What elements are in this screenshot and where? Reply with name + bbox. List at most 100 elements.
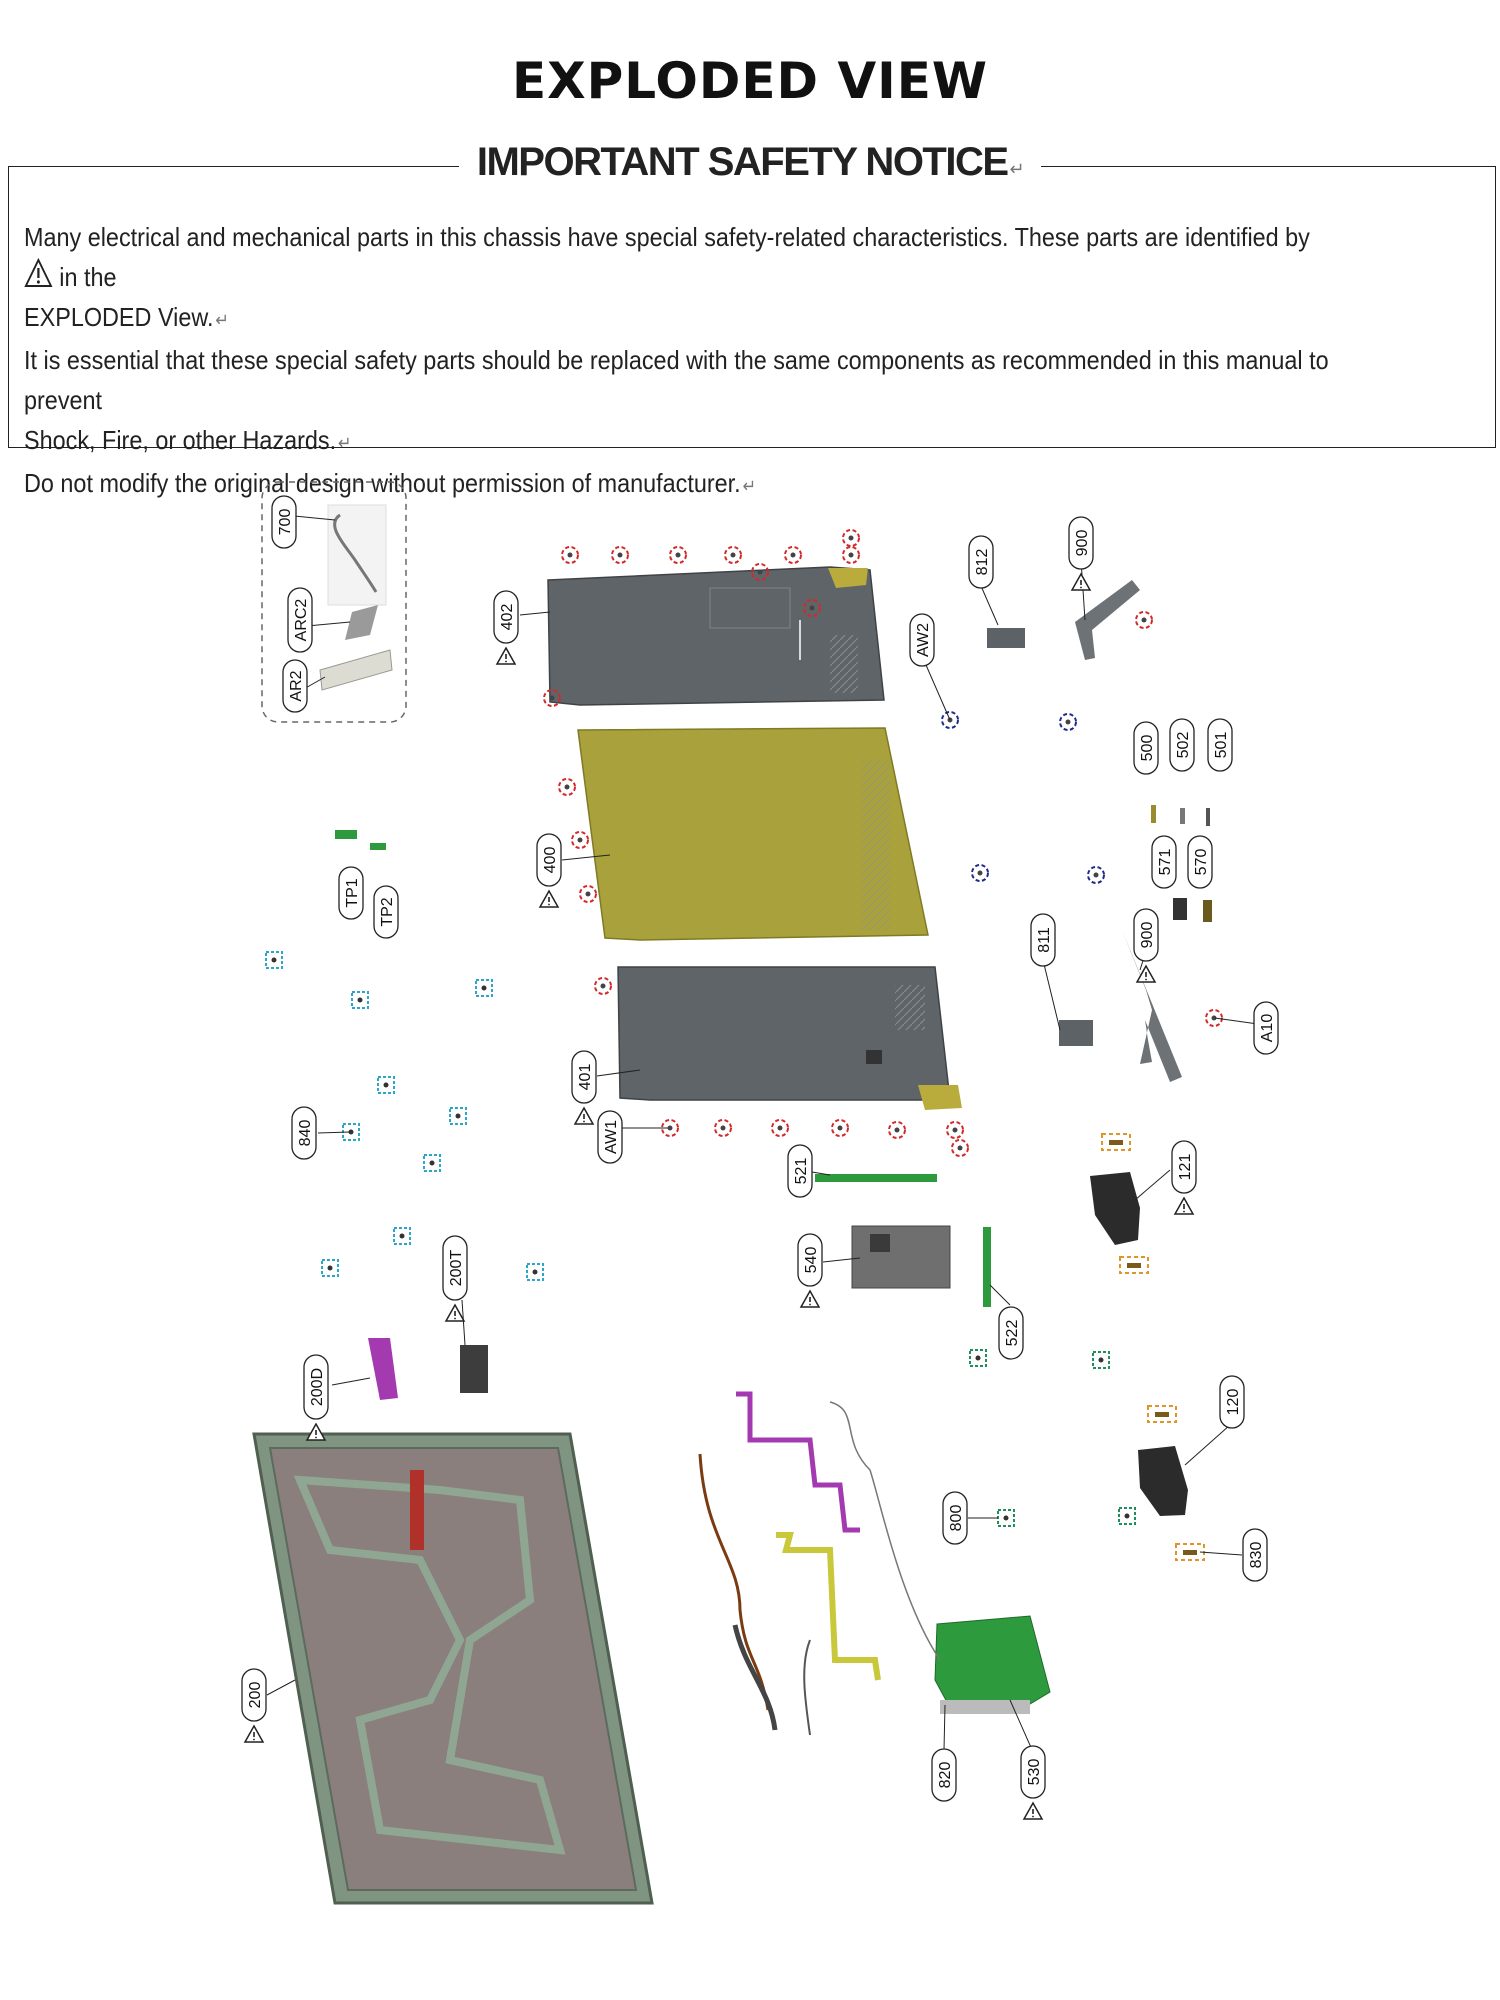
screw-marker bbox=[1092, 1351, 1110, 1369]
callout-500: 500 bbox=[1133, 721, 1159, 775]
return-mark: ↵ bbox=[337, 433, 352, 453]
screw-marker bbox=[543, 689, 561, 707]
screw-marker bbox=[669, 546, 687, 564]
callout-label: 900 bbox=[1139, 922, 1156, 949]
screw bbox=[977, 870, 983, 876]
power-cord-bag bbox=[327, 504, 387, 606]
warning-triangle-icon bbox=[1070, 572, 1092, 591]
callout-label: AW1 bbox=[603, 1120, 620, 1154]
screw bbox=[600, 983, 606, 989]
screw bbox=[730, 552, 736, 558]
screw-marker bbox=[971, 864, 989, 882]
screw-marker bbox=[803, 599, 821, 617]
ar2-part bbox=[319, 649, 393, 691]
warning-triangle-icon bbox=[1173, 1196, 1195, 1215]
callout-label: 500 bbox=[1139, 735, 1156, 762]
bracket-812 bbox=[987, 628, 1025, 648]
callout-label: 200T bbox=[448, 1250, 465, 1287]
screw bbox=[675, 552, 681, 558]
callout-label: AR2 bbox=[288, 670, 305, 701]
callout-label: 800 bbox=[948, 1505, 965, 1532]
screw-marker bbox=[831, 1119, 849, 1137]
back-cover-402 bbox=[547, 566, 885, 706]
board-522 bbox=[983, 1227, 991, 1307]
callout-label: TP1 bbox=[344, 878, 361, 907]
return-mark: ↵ bbox=[1009, 159, 1025, 179]
callout-121: 121 bbox=[1171, 1140, 1197, 1215]
board-521 bbox=[815, 1174, 937, 1182]
safety-notice-heading: IMPORTANT SAFETY NOTICE↵ bbox=[0, 140, 1500, 185]
screw-marker bbox=[951, 1139, 969, 1157]
screw bbox=[1183, 1550, 1197, 1555]
callout-800: 800 bbox=[942, 1491, 968, 1545]
accessory-group bbox=[261, 481, 407, 723]
stand-leg-upper bbox=[1075, 580, 1140, 660]
front-frame-ribs bbox=[293, 1475, 566, 1855]
screw bbox=[399, 1233, 405, 1239]
cable-thin bbox=[829, 1401, 941, 1661]
screw bbox=[1093, 872, 1099, 878]
screw bbox=[617, 552, 623, 558]
warning-triangle-icon bbox=[799, 1289, 821, 1308]
screw bbox=[1003, 1515, 1009, 1521]
screw-marker bbox=[571, 831, 589, 849]
cable-gray bbox=[803, 1639, 811, 1736]
screw bbox=[585, 891, 591, 897]
screw-marker bbox=[1205, 1009, 1223, 1027]
screw bbox=[327, 1265, 333, 1271]
bracket-811 bbox=[1059, 1020, 1093, 1046]
screw bbox=[1155, 1412, 1169, 1417]
screw bbox=[1109, 1140, 1123, 1145]
screw-marker bbox=[1059, 713, 1077, 731]
callout-812: 812 bbox=[968, 535, 994, 589]
back-cover-402-tab bbox=[828, 568, 868, 588]
callout-401: 401 bbox=[571, 1050, 597, 1125]
screw-marker bbox=[321, 1259, 339, 1277]
screw bbox=[577, 837, 583, 843]
callout-570: 570 bbox=[1187, 835, 1213, 889]
callout-830: 830 bbox=[1242, 1528, 1268, 1582]
warning-triangle-icon bbox=[444, 1303, 466, 1322]
screw bbox=[1127, 1263, 1141, 1268]
safety-notice-text: Many electrical and mechanical parts in … bbox=[24, 217, 1338, 506]
screw bbox=[848, 552, 854, 558]
callout-label: 811 bbox=[1036, 927, 1053, 953]
callout-200: 200 bbox=[241, 1668, 267, 1743]
notice-line-5: Do not modify the original design withou… bbox=[24, 463, 1338, 506]
stand-900-upper bbox=[1075, 580, 1140, 660]
callout-label: 571 bbox=[1157, 849, 1174, 876]
screw-marker bbox=[888, 1121, 906, 1139]
screw-marker bbox=[561, 546, 579, 564]
notice-line-1: Many electrical and mechanical parts in … bbox=[24, 217, 1338, 297]
screw-marker bbox=[594, 977, 612, 995]
screw-marker bbox=[842, 529, 860, 547]
screw bbox=[720, 1125, 726, 1131]
callout-522: 522 bbox=[998, 1306, 1024, 1360]
callout-label: 402 bbox=[499, 604, 516, 631]
back-cover-402-vent bbox=[830, 635, 858, 693]
callout-label: 521 bbox=[793, 1158, 810, 1185]
part-571 bbox=[1173, 898, 1187, 920]
screw-marker bbox=[842, 546, 860, 564]
callout-label: 900 bbox=[1074, 530, 1091, 557]
screw bbox=[564, 784, 570, 790]
callout-label: 200 bbox=[247, 1682, 264, 1709]
callout-label: AW2 bbox=[915, 623, 932, 657]
callout-tp2: TP2 bbox=[373, 885, 399, 939]
main-board-540-chip bbox=[870, 1234, 890, 1252]
screw-marker bbox=[714, 1119, 732, 1137]
screw bbox=[348, 1129, 354, 1135]
part-502 bbox=[1180, 808, 1185, 824]
screw bbox=[383, 1082, 389, 1088]
screw-marker bbox=[969, 1349, 987, 1367]
mid-panel-400 bbox=[577, 727, 929, 941]
part-200d bbox=[368, 1338, 398, 1400]
callout-200t: 200T bbox=[442, 1235, 468, 1322]
screw bbox=[567, 552, 573, 558]
screw bbox=[1124, 1513, 1130, 1519]
callout-900: 900 bbox=[1133, 908, 1159, 983]
callout-label: 502 bbox=[1175, 732, 1192, 759]
callout-aw1: AW1 bbox=[597, 1110, 623, 1164]
